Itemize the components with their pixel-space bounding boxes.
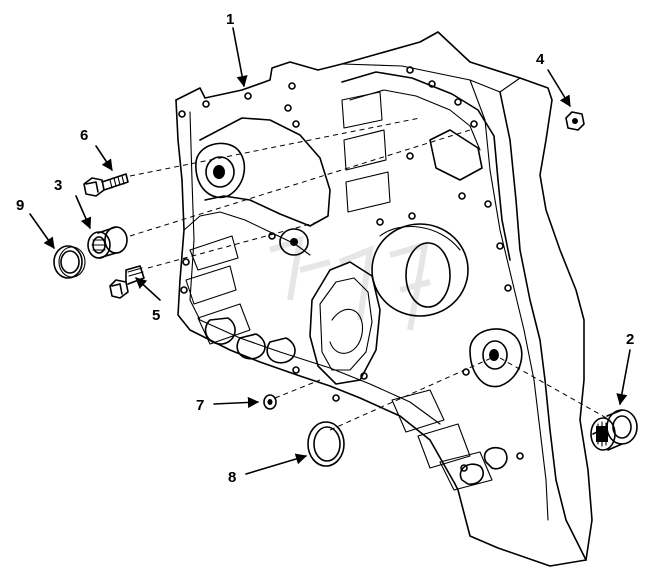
needle-bearing-left [87, 226, 128, 259]
hex-nut [565, 111, 585, 131]
callout-3: 3 [54, 177, 62, 194]
callout-1: 1 [226, 11, 234, 28]
gear-housing [175, 31, 593, 567]
washer [263, 394, 277, 410]
watermark [269, 235, 431, 331]
assembly-center-lines [129, 117, 611, 431]
bolt-holes [178, 66, 524, 472]
callout-7: 7 [196, 397, 204, 414]
callout-8: 8 [228, 469, 236, 486]
needle-bearing-right [590, 409, 638, 451]
callout-9: 9 [16, 197, 24, 214]
leader-arrows [29, 27, 631, 475]
callout-6: 6 [80, 127, 88, 144]
callout-5: 5 [152, 307, 160, 324]
o-ring [307, 421, 345, 467]
capscrew-upper [83, 173, 129, 197]
seal-ring-left [53, 245, 86, 279]
capscrew-lower [109, 265, 145, 299]
callout-labels: 1 2 3 4 5 6 7 8 9 [16, 11, 634, 486]
callout-2: 2 [626, 331, 634, 348]
callout-4: 4 [536, 51, 545, 68]
